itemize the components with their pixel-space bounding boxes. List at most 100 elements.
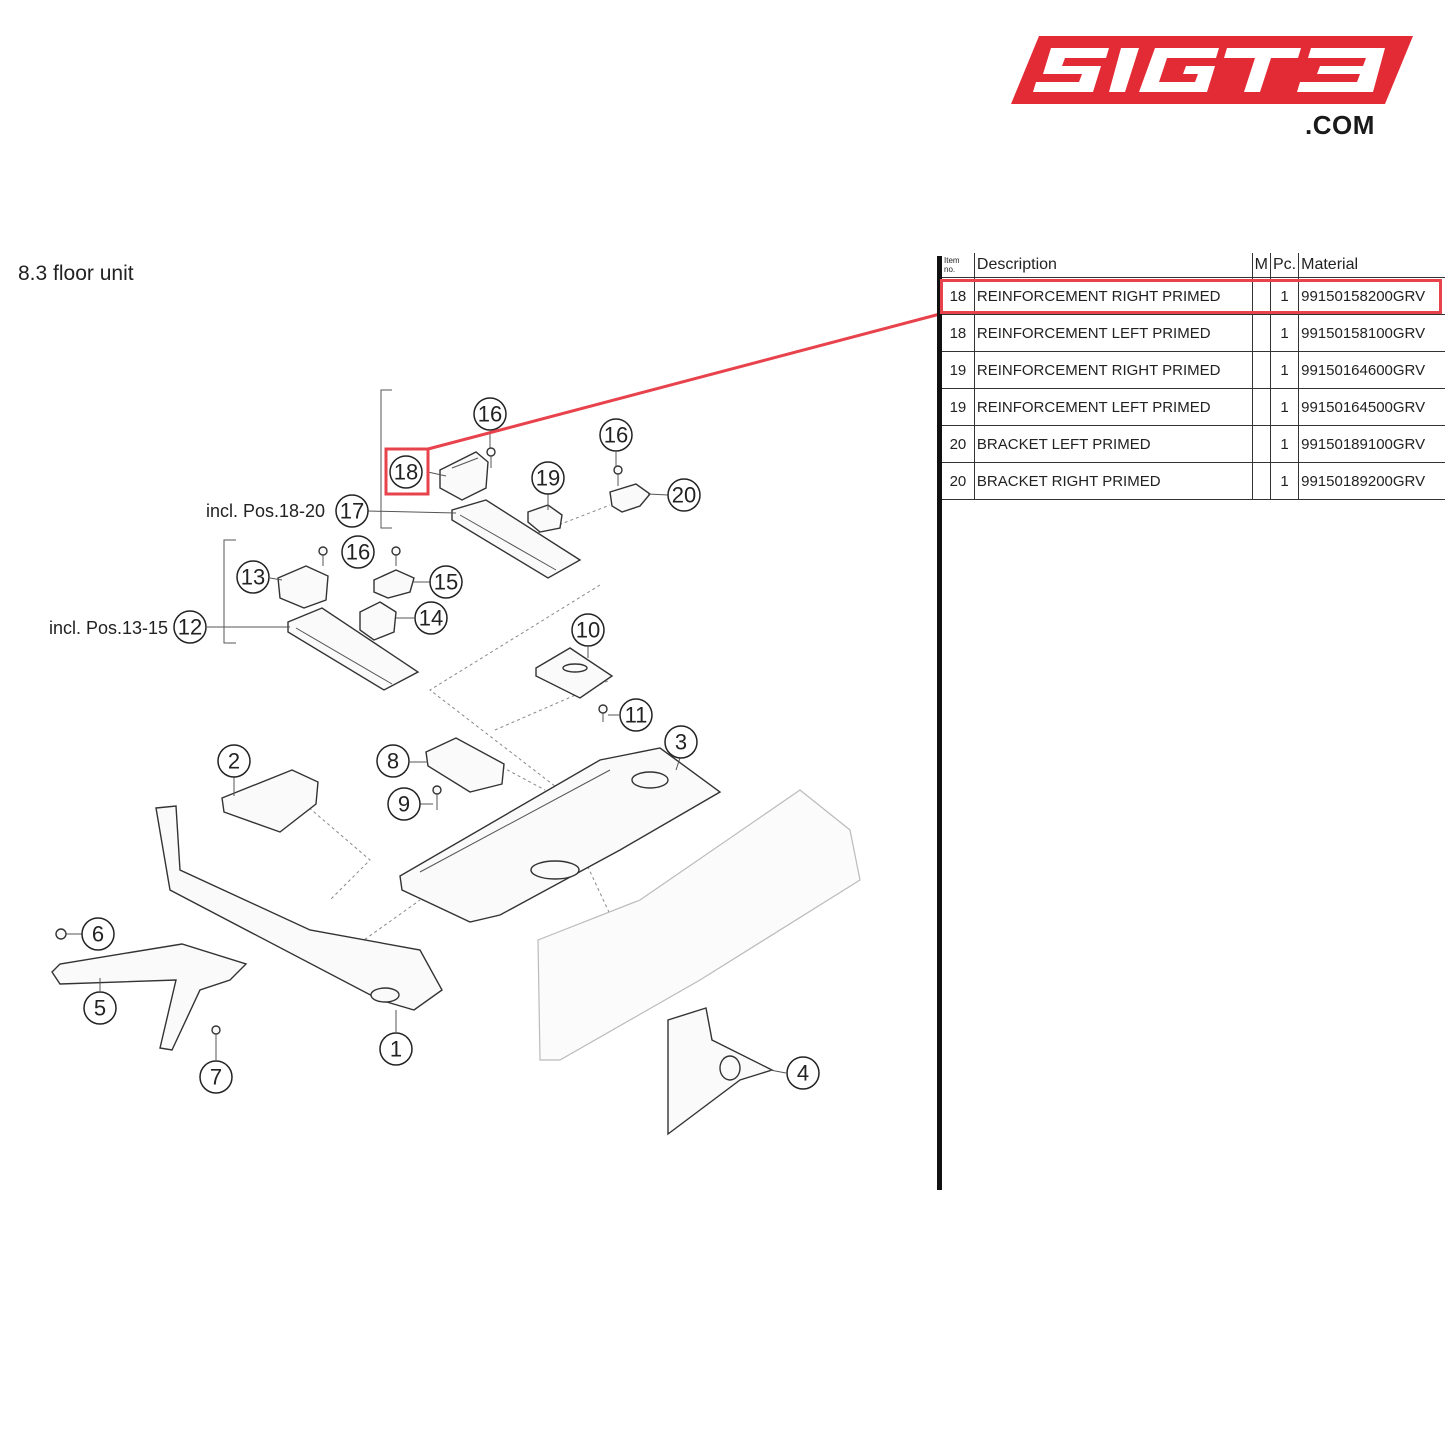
- row-description: BRACKET LEFT PRIMED: [973, 425, 1253, 463]
- svg-text:5: 5: [94, 996, 106, 1021]
- callout-8: 8: [376, 744, 410, 778]
- part-12-crossmember: [287, 607, 420, 691]
- row-m: [1251, 277, 1271, 315]
- table-header-row: Item no. Description M Pc. Material: [942, 253, 1445, 278]
- row-material: 99150158200GRV: [1298, 277, 1445, 315]
- svg-text:2: 2: [228, 749, 240, 774]
- screw-7-icon: [211, 1025, 221, 1052]
- callout-5: 5: [83, 991, 117, 1025]
- row-description: REINFORCEMENT RIGHT PRIMED: [973, 351, 1253, 389]
- row-item: 18: [942, 277, 975, 315]
- row-description: BRACKET RIGHT PRIMED: [973, 462, 1253, 500]
- svg-text:16: 16: [604, 423, 628, 448]
- row-pc: 1: [1269, 462, 1299, 500]
- header-m: M: [1251, 253, 1271, 278]
- header-item-no: Item no.: [942, 253, 975, 278]
- row-material: 99150189100GRV: [1298, 425, 1445, 463]
- callout-19: 19: [531, 461, 565, 495]
- svg-text:11: 11: [625, 703, 648, 728]
- screw-11-icon: [598, 704, 608, 722]
- callout-16-c: 16: [341, 535, 375, 569]
- part-8-block: [425, 737, 505, 793]
- table-row[interactable]: 18 REINFORCEMENT LEFT PRIMED 1 991501581…: [942, 314, 1445, 352]
- part-4-panel: [667, 1007, 774, 1136]
- table-row[interactable]: 20 BRACKET LEFT PRIMED 1 99150189100GRV: [942, 425, 1445, 463]
- svg-text:18: 18: [394, 460, 418, 485]
- incl-pos-13-15-label: incl. Pos.13-15: [49, 618, 168, 638]
- row-m: [1251, 351, 1271, 389]
- part-10-plate: [535, 647, 614, 699]
- logo-domain: .COM: [1305, 110, 1375, 140]
- exploded-parts-diagram: .part { fill:#fafafa; stroke:#333; strok…: [49, 389, 861, 1136]
- part-1-front-structure: [155, 805, 443, 1011]
- screw-9-icon: [432, 785, 442, 810]
- row-pc: 1: [1269, 314, 1299, 352]
- svg-text:16: 16: [346, 540, 370, 565]
- callout-16-a: 16: [473, 397, 507, 431]
- callout-17: 17: [335, 494, 369, 528]
- svg-text:14: 14: [419, 606, 443, 631]
- group-bracket-17: [380, 389, 392, 529]
- svg-text:10: 10: [576, 618, 600, 643]
- row-item: 20: [942, 462, 975, 500]
- part-13-bracket: [277, 565, 329, 609]
- part-18-reinforcement: [439, 451, 489, 501]
- row-m: [1251, 314, 1271, 352]
- callout-9: 9: [387, 787, 421, 821]
- callout-13: 13: [236, 560, 270, 594]
- part-2-bracket: [221, 769, 319, 833]
- part-15-bracket: [373, 569, 415, 599]
- table-row[interactable]: 18 REINFORCEMENT RIGHT PRIMED 1 99150158…: [942, 277, 1445, 315]
- part-14-bracket: [359, 601, 397, 641]
- row-item: 18: [942, 314, 975, 352]
- callout-12: 12: [173, 610, 207, 644]
- header-description: Description: [973, 253, 1253, 278]
- header-pc: Pc.: [1269, 253, 1299, 278]
- callout-18-highlight: [384, 447, 430, 496]
- svg-text:6: 6: [92, 922, 104, 947]
- callout-2: 2: [217, 744, 251, 778]
- callout-14: 14: [414, 601, 448, 635]
- row-pc: 1: [1269, 277, 1299, 315]
- callout-18: 18: [389, 455, 423, 489]
- group-bracket-12: [223, 539, 236, 644]
- row-description: REINFORCEMENT LEFT PRIMED: [973, 388, 1253, 426]
- row-item: 20: [942, 425, 975, 463]
- svg-text:1: 1: [390, 1037, 402, 1062]
- table-row[interactable]: 19 REINFORCEMENT LEFT PRIMED 1 991501645…: [942, 388, 1445, 426]
- callout-3: 3: [664, 725, 698, 759]
- svg-text:9: 9: [398, 792, 410, 817]
- svg-text:7: 7: [210, 1065, 222, 1090]
- svg-text:13: 13: [241, 565, 265, 590]
- header-material: Material: [1298, 253, 1445, 278]
- row-material: 99150158100GRV: [1298, 314, 1445, 352]
- callout-1: 1: [379, 1032, 413, 1066]
- callout-11: 11: [619, 698, 653, 732]
- selected-row-highlight: [940, 279, 1442, 314]
- callout-6: 6: [81, 917, 115, 951]
- table-row[interactable]: 19 REINFORCEMENT RIGHT PRIMED 1 99150164…: [942, 351, 1445, 389]
- part-19-reinforcement: [527, 504, 563, 533]
- part-20-bracket: [609, 483, 652, 513]
- row-m: [1251, 462, 1271, 500]
- table-row[interactable]: 20 BRACKET RIGHT PRIMED 1 99150189200GRV: [942, 462, 1445, 500]
- row-description: REINFORCEMENT LEFT PRIMED: [973, 314, 1253, 352]
- callout-16-b: 16: [599, 418, 633, 452]
- callout-10: 10: [571, 613, 605, 647]
- sigt3-logo: [1011, 36, 1413, 104]
- callout-15: 15: [429, 565, 463, 599]
- row-m: [1251, 425, 1271, 463]
- svg-text:15: 15: [434, 570, 458, 595]
- row-item: 19: [942, 351, 975, 389]
- svg-text:16: 16: [478, 402, 502, 427]
- svg-text:17: 17: [340, 499, 364, 524]
- section-title: 8.3 floor unit: [18, 262, 134, 285]
- part-5-frame: [51, 943, 248, 1051]
- row-description: REINFORCEMENT RIGHT PRIMED: [973, 277, 1253, 315]
- row-m: [1251, 388, 1271, 426]
- row-material: 99150164500GRV: [1298, 388, 1445, 426]
- nut-6-icon: [55, 928, 67, 940]
- svg-text:12: 12: [178, 615, 202, 640]
- leader-lines: [66, 431, 787, 1074]
- svg-text:8: 8: [387, 749, 399, 774]
